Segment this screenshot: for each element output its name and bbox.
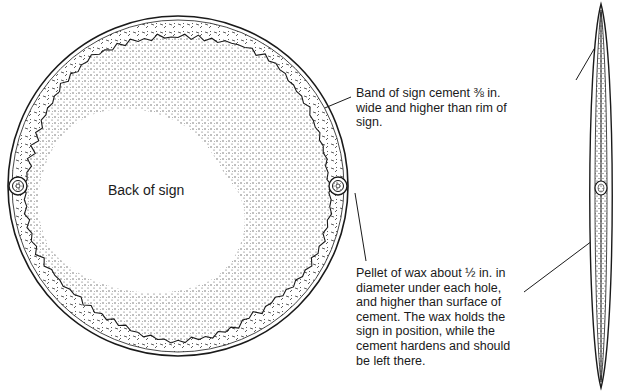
leader-line bbox=[524, 238, 596, 292]
leader-line bbox=[355, 193, 366, 261]
sign-back-circle: Back of sign bbox=[6, 14, 350, 358]
callout-note: Pellet of wax about ½ in. in diameter un… bbox=[356, 266, 518, 368]
part-label: Back of sign bbox=[106, 182, 186, 199]
sign-side-view bbox=[590, 4, 613, 388]
callout-note: Band of sign cement ⅜ in. wide and highe… bbox=[356, 86, 524, 130]
